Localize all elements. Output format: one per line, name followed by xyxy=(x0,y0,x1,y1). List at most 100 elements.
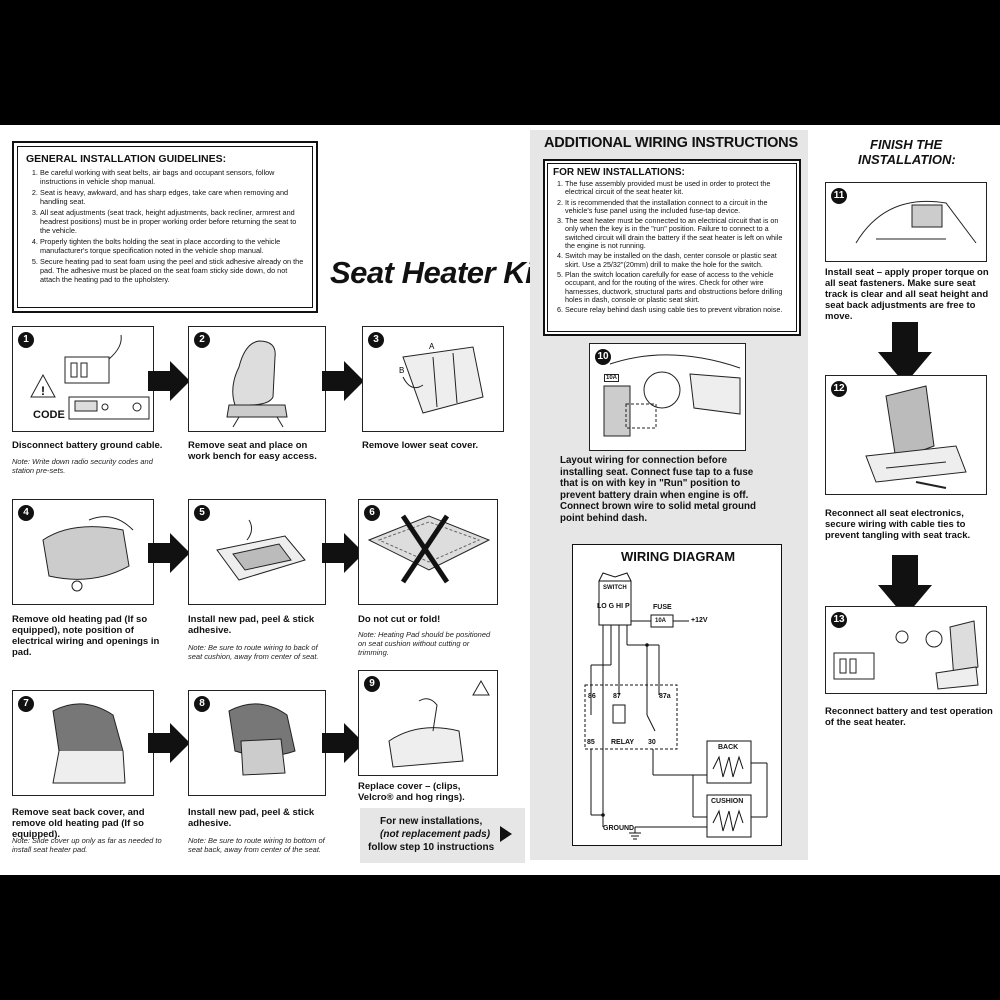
seat-back-pad-icon xyxy=(228,703,296,776)
step-8-note: Note: Be sure to route wiring to bottom … xyxy=(188,836,325,854)
new-installations-heading: FOR NEW INSTALLATIONS: xyxy=(553,167,685,178)
new-install-line2: (not replacement pads) xyxy=(380,829,491,840)
no-cut-icon xyxy=(367,514,491,584)
additional-item: The seat heater must be connected to an … xyxy=(565,217,791,250)
step-5-note: Note: Be sure to route wiring to back of… xyxy=(188,643,319,661)
fuse-tag: 10A xyxy=(604,374,620,382)
guidelines-box: GENERAL INSTALLATION GUIDELINES: Be care… xyxy=(12,141,318,313)
step-6-caption: Do not cut or fold! xyxy=(358,614,441,625)
voltage-label: +12V xyxy=(691,617,708,624)
additional-list: The fuse assembly provided must be used … xyxy=(553,179,791,314)
step-11-number: 11 xyxy=(831,188,847,204)
pin-85-label: 85 xyxy=(587,739,595,746)
step-7-note: Note: Slide cover up only as far as need… xyxy=(12,836,162,854)
replace-cover-icon xyxy=(388,679,490,768)
step-12-illustration: 12 xyxy=(825,375,987,495)
step-9-caption: Replace cover – (clips, Velcro® and hog … xyxy=(358,781,465,803)
step-5-caption: Install new pad, peel & stick adhesive. xyxy=(188,614,315,636)
step-4-caption: Remove old heating pad (If so equipped),… xyxy=(12,614,160,658)
relay-label: RELAY xyxy=(611,739,635,746)
additional-item: Switch may be installed on the dash, cen… xyxy=(565,252,791,269)
new-pad-icon xyxy=(216,519,306,581)
step-3-caption: Remove lower seat cover. xyxy=(362,440,479,451)
guidelines-heading: GENERAL INSTALLATION GUIDELINES: xyxy=(26,153,227,165)
additional-heading: ADDITIONAL WIRING INSTRUCTIONS xyxy=(544,135,798,151)
step-9-illustration: 9 xyxy=(358,670,498,776)
guideline-item: Seat is heavy, awkward, and has sharp ed… xyxy=(40,188,304,206)
fuse-label: FUSE xyxy=(653,604,672,611)
step-3-number: 3 xyxy=(368,332,384,348)
fuse-rating-label: 10A xyxy=(655,618,667,624)
step-8-illustration: 8 xyxy=(188,690,326,796)
switch-pins-label: LO G HI P xyxy=(597,603,630,610)
seat-back-icon xyxy=(52,703,126,784)
step-2-illustration: 2 xyxy=(188,326,326,432)
step-12-caption: Reconnect all seat electronics, secure w… xyxy=(825,508,971,541)
old-pad-icon xyxy=(42,516,134,592)
guideline-item: Properly tighten the bolts holding the s… xyxy=(40,237,304,255)
install-seat-icon xyxy=(855,200,977,244)
seat-underside-icon: A B xyxy=(399,342,484,414)
step-8-number: 8 xyxy=(194,696,210,712)
step-5-number: 5 xyxy=(194,505,210,521)
finish-heading-line1: FINISH THE xyxy=(870,137,943,152)
additional-item: The fuse assembly provided must be used … xyxy=(565,179,791,197)
instruction-sheet: GENERAL INSTALLATION GUIDELINES: Be care… xyxy=(0,125,1000,875)
step-13-illustration: 13 xyxy=(825,606,987,694)
step-2-caption: Remove seat and place on work bench for … xyxy=(188,440,317,462)
wiring-diagram: WIRING DIAGRAM xyxy=(572,544,782,846)
code-label: CODE xyxy=(33,409,65,421)
step-7-illustration: 7 xyxy=(12,690,154,796)
page-title: Seat Heater Kit xyxy=(330,255,544,290)
step-13-number: 13 xyxy=(831,612,847,628)
step-10-illustration: 10 10A xyxy=(589,343,746,451)
wiring-heading: WIRING DIAGRAM xyxy=(621,549,736,564)
guideline-item: All seat adjustments (seat track, height… xyxy=(40,209,304,235)
test-heater-icon xyxy=(833,620,979,690)
step-1-note: Note: Write down radio security codes an… xyxy=(12,457,153,475)
ground-label: GROUND xyxy=(603,825,635,832)
step-11-illustration: 11 xyxy=(825,182,987,262)
svg-text:!: ! xyxy=(41,384,45,398)
pin-86-label: 86 xyxy=(588,693,596,700)
step-1-illustration: 1 ! CODE xyxy=(12,326,154,432)
step-4-illustration: 4 xyxy=(12,499,154,605)
step-11-caption: Install seat – apply proper torque on al… xyxy=(825,267,989,322)
step-4-number: 4 xyxy=(18,505,34,521)
additional-item: Secure relay behind dash using cable tie… xyxy=(565,305,791,314)
guidelines-list: Be careful working with seat belts, air … xyxy=(26,168,304,284)
step-7-number: 7 xyxy=(18,696,34,712)
additional-item: It is recommended that the installation … xyxy=(565,198,791,216)
step-8-caption: Install new pad, peel & stick adhesive. xyxy=(188,807,315,829)
new-install-line1: For new installations, xyxy=(380,816,483,827)
step-1-caption: Disconnect battery ground cable. xyxy=(12,440,163,451)
additional-item: Plan the switch location carefully for e… xyxy=(565,270,791,304)
step-1-number: 1 xyxy=(18,332,34,348)
step-13-caption: Reconnect battery and test operation of … xyxy=(825,706,993,728)
pin-87-label: 87 xyxy=(613,693,621,700)
step-6-note: Note: Heating Pad should be positioned o… xyxy=(358,630,491,657)
circuit-schematic xyxy=(584,572,768,840)
dashboard-icon xyxy=(603,354,741,437)
guideline-item: Be careful working with seat belts, air … xyxy=(40,168,304,186)
step-10-caption: Layout wiring for connection before inst… xyxy=(560,455,756,524)
new-install-callout: For new installations, (not replacement … xyxy=(360,808,525,863)
step-6-illustration: 6 xyxy=(358,499,498,605)
finish-heading-line2: INSTALLATION: xyxy=(858,152,956,167)
switch-label: SWITCH xyxy=(603,585,627,591)
step-5-illustration: 5 xyxy=(188,499,326,605)
new-installations-box: FOR NEW INSTALLATIONS: The fuse assembly… xyxy=(543,159,801,336)
step-9-number: 9 xyxy=(364,676,380,692)
new-install-line3: follow step 10 instructions xyxy=(368,842,495,853)
step-2-number: 2 xyxy=(194,332,210,348)
seat-electronics-icon xyxy=(865,385,967,489)
triangle-right-icon xyxy=(500,826,512,842)
back-label: BACK xyxy=(718,744,739,751)
svg-text:A: A xyxy=(429,342,435,351)
svg-text:B: B xyxy=(399,366,404,375)
step-10-number: 10 xyxy=(595,349,611,365)
step-3-illustration: 3 A B xyxy=(362,326,504,432)
step-6-number: 6 xyxy=(364,505,380,521)
guideline-item: Secure heating pad to seat foam using th… xyxy=(40,258,304,284)
battery-radio-icon: ! xyxy=(30,334,150,420)
